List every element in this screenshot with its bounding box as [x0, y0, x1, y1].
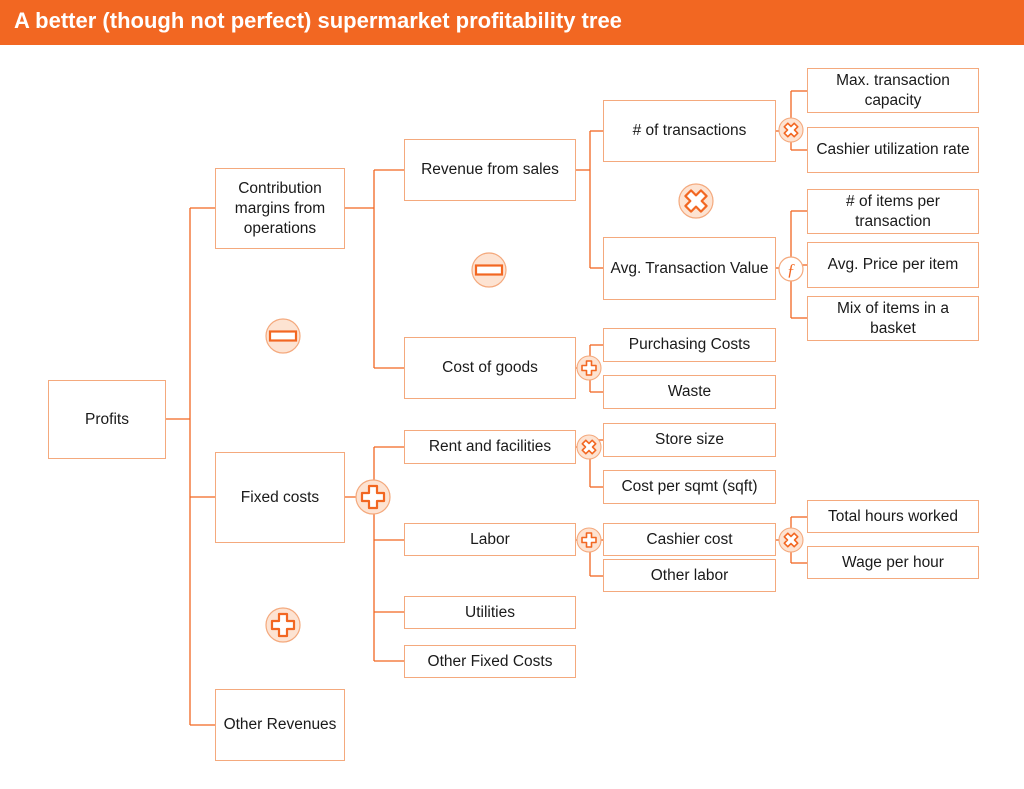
node-cashier-utilization-rate: Cashier utilization rate — [807, 127, 979, 173]
node-store-size: Store size — [603, 423, 776, 457]
plus-icon — [576, 527, 602, 553]
node-utilities: Utilities — [404, 596, 576, 629]
node-revenue-from-sales: Revenue from sales — [404, 139, 576, 201]
minus-icon — [471, 252, 507, 288]
node-avg-price-per-item: Avg. Price per item — [807, 242, 979, 288]
node-other-labor: Other labor — [603, 559, 776, 592]
node-fixed-costs: Fixed costs — [215, 452, 345, 543]
node-total-hours-worked: Total hours worked — [807, 500, 979, 533]
svg-text:ƒ: ƒ — [787, 260, 796, 279]
multiply-icon — [678, 183, 714, 219]
node-profits: Profits — [48, 380, 166, 459]
node-avg-transaction-value: Avg. Transaction Value — [603, 237, 776, 300]
node-wage-per-hour: Wage per hour — [807, 546, 979, 579]
node-purchasing-costs: Purchasing Costs — [603, 328, 776, 362]
node-rent-and-facilities: Rent and facilities — [404, 430, 576, 464]
node-cost-of-goods: Cost of goods — [404, 337, 576, 399]
node-num-transactions: # of transactions — [603, 100, 776, 162]
node-max-transaction-capacity: Max. transaction capacity — [807, 68, 979, 113]
plus-icon — [576, 355, 602, 381]
multiply-icon — [778, 117, 804, 143]
node-other-fixed-costs: Other Fixed Costs — [404, 645, 576, 678]
node-items-per-transaction: # of items per transaction — [807, 189, 979, 234]
multiply-icon — [778, 527, 804, 553]
node-contribution-margins: Contribution margins from operations — [215, 168, 345, 249]
multiply-icon — [576, 434, 602, 460]
function-icon: ƒ — [778, 256, 804, 282]
minus-icon — [265, 318, 301, 354]
node-other-revenues: Other Revenues — [215, 689, 345, 761]
plus-icon — [265, 607, 301, 643]
node-cost-per-sqmt: Cost per sqmt (sqft) — [603, 470, 776, 504]
page-title: A better (though not perfect) supermarke… — [14, 8, 622, 33]
node-mix-of-items: Mix of items in a basket — [807, 296, 979, 341]
node-cashier-cost: Cashier cost — [603, 523, 776, 556]
node-waste: Waste — [603, 375, 776, 409]
plus-icon — [355, 479, 391, 515]
title-bar: A better (though not perfect) supermarke… — [0, 0, 1024, 45]
node-labor: Labor — [404, 523, 576, 556]
